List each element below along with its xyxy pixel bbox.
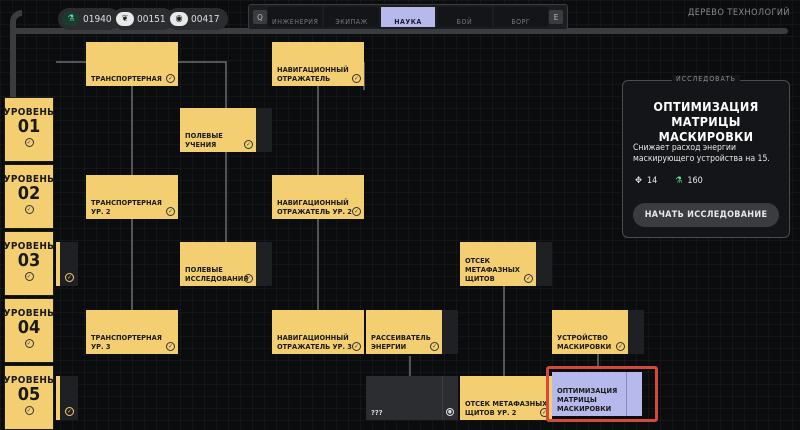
screen-title: ДЕРЕВО ТЕХНОЛОГИЙ: [687, 8, 790, 18]
level-label: УРОВЕНЬ: [3, 375, 55, 386]
node-field-drills[interactable]: ПОЛЕВЫЕ УЧЕНИЯ ✓: [180, 108, 272, 152]
tab-combat[interactable]: БОЙ: [437, 7, 492, 27]
node-nav-deflector-3[interactable]: НАВИГАЦИОННЫЙ ОТРАЖАТЕЛЬ УР. 3✓: [272, 310, 364, 354]
level-label: УРОВЕНЬ: [3, 174, 55, 185]
check-icon: ✓: [65, 273, 74, 282]
check-icon: ✓: [24, 138, 34, 147]
node-energy-dissipator[interactable]: РАССЕИВАТЕЛЬ ЭНЕРГИИ✓: [366, 310, 458, 354]
resource-research-value: 01940: [83, 13, 112, 25]
node-label: ТРАНСПОРТЕРНАЯ УР. 2: [91, 198, 162, 216]
research-cost: ✥ 14 ⚗ 160: [633, 175, 719, 186]
cost-research: 160: [687, 175, 703, 186]
start-research-button[interactable]: НАЧАТЬ ИССЛЕДОВАНИЕ: [633, 203, 779, 227]
check-icon: ✓: [166, 342, 175, 351]
node-label: ПОЛЕВЫЕ ИССЛЕДОВАНИЯ: [185, 265, 249, 283]
prev-tab-key[interactable]: Q: [253, 10, 267, 24]
check-icon: ✓: [24, 339, 34, 348]
node-label: ОТСЕК МЕТАФАЗНЫХ ЩИТОВ: [465, 256, 520, 283]
panel-header: ИССЛЕДОВАТЬ: [672, 75, 740, 83]
check-icon: ✓: [65, 407, 74, 416]
node-cloak-matrix-optimization[interactable]: ОПТИМИЗАЦИЯ МАТРИЦЫ МАСКИРОВКИ: [552, 372, 642, 416]
check-icon: ✓: [166, 207, 175, 216]
level-02: УРОВЕНЬ 02 ✓: [4, 164, 54, 229]
resource-research: ⚗ 01940: [58, 8, 120, 30]
check-icon: ✓: [244, 274, 253, 283]
node-label: ТРАНСПОРТЕРНАЯ УР. 3: [91, 333, 162, 351]
check-icon: ✓: [24, 406, 34, 415]
level-label: УРОВЕНЬ: [3, 107, 55, 118]
node-cloaking-device[interactable]: УСТРОЙСТВО МАСКИРОВКИ ✓: [552, 310, 644, 354]
node-transporter[interactable]: ТРАНСПОРТЕРНАЯ ✓: [86, 42, 178, 86]
category-tabs: Q ИНЖЕНЕРИЯ ЭКИПАЖ НАУКА БОЙ БОРГ E: [248, 4, 568, 30]
check-icon: ✓: [616, 342, 625, 351]
level-label: УРОВЕНЬ: [3, 308, 55, 319]
node-label: ОТСЕК МЕТАФАЗНЫХ ЩИТОВ УР. 2: [465, 399, 548, 417]
check-icon: ✓: [244, 140, 253, 149]
tab-science[interactable]: НАУКА: [380, 7, 436, 27]
eye-icon: ◉: [170, 12, 188, 26]
node-label: НАВИГАЦИОННЫЙ ОТРАЖАТЕЛЬ УР. 3: [277, 333, 352, 351]
panel-description: Снижает расход энергии маскирующего устр…: [633, 143, 770, 164]
node-label: ПОЛЕВЫЕ УЧЕНИЯ: [185, 131, 223, 149]
check-icon: ✓: [352, 74, 361, 83]
level-04: УРОВЕНЬ 04 ✓: [4, 298, 54, 363]
lock-icon: ●: [446, 408, 454, 416]
node-label: НАВИГАЦИОННЫЙ ОТРАЖАТЕЛЬ УР. 2: [277, 198, 352, 216]
node-label: ОПТИМИЗАЦИЯ МАТРИЦЫ МАСКИРОВКИ: [557, 386, 618, 413]
level-number: 04: [17, 317, 41, 338]
node-metaphasic-shields[interactable]: ОТСЕК МЕТАФАЗНЫХ ЩИТОВ ✓: [460, 242, 552, 286]
feather-icon: ❦: [116, 12, 134, 26]
check-icon: ✓: [524, 274, 533, 283]
level-01: УРОВЕНЬ 01 ✓: [4, 97, 54, 162]
node-field-research[interactable]: ПОЛЕВЫЕ ИССЛЕДОВАНИЯ✓: [180, 242, 272, 286]
collapsed-node[interactable]: ✓: [56, 376, 78, 420]
level-number: 05: [17, 384, 41, 405]
resource-feather-value: 00151: [137, 13, 166, 25]
collapsed-node[interactable]: ✓: [56, 242, 78, 286]
selection-highlight: [546, 366, 658, 422]
frame-corner: [10, 10, 22, 100]
level-label: УРОВЕНЬ: [3, 241, 55, 252]
level-number: 02: [17, 183, 41, 204]
node-label: НАВИГАЦИОННЫЙ ОТРАЖАТЕЛЬ: [277, 65, 349, 83]
check-icon: ✓: [430, 342, 439, 351]
tab-crew[interactable]: ЭКИПАЖ: [324, 7, 379, 27]
node-nav-deflector[interactable]: НАВИГАЦИОННЫЙ ОТРАЖАТЕЛЬ✓: [272, 42, 364, 86]
tab-borg[interactable]: БОРГ: [493, 7, 549, 27]
check-icon: ✓: [352, 207, 361, 216]
node-nav-deflector-2[interactable]: НАВИГАЦИОННЫЙ ОТРАЖАТЕЛЬ УР. 2✓: [272, 175, 364, 219]
level-number: 03: [17, 250, 41, 271]
check-icon: ✓: [352, 342, 361, 351]
tab-engineering[interactable]: ИНЖЕНЕРИЯ: [268, 7, 323, 27]
node-label: ???: [371, 408, 383, 417]
check-icon: ✓: [24, 272, 34, 281]
time-icon: ✥: [635, 175, 642, 186]
node-transporter-3[interactable]: ТРАНСПОРТЕРНАЯ УР. 3 ✓: [86, 310, 178, 354]
research-points-icon: ⚗: [62, 12, 80, 26]
research-panel: ИССЛЕДОВАТЬ ОПТИМИЗАЦИЯ МАТРИЦЫ МАСКИРОВ…: [622, 75, 790, 238]
check-icon: ✓: [166, 74, 175, 83]
node-transporter-2[interactable]: ТРАНСПОРТЕРНАЯ УР. 2 ✓: [86, 175, 178, 219]
resource-eye: ◉ 00417: [166, 8, 228, 30]
node-unknown[interactable]: ??? ●: [366, 376, 458, 420]
node-label: УСТРОЙСТВО МАСКИРОВКИ: [557, 333, 612, 351]
panel-title: ОПТИМИЗАЦИЯ МАТРИЦЫ МАСКИРОВКИ: [653, 99, 759, 144]
check-icon: ✓: [24, 205, 34, 214]
resource-feather: ❦ 00151: [112, 8, 174, 30]
resource-eye-value: 00417: [191, 13, 220, 25]
node-label: ТРАНСПОРТЕРНАЯ: [91, 74, 162, 83]
level-03: УРОВЕНЬ 03 ✓: [4, 231, 54, 296]
frame-bar: [12, 28, 788, 34]
cost-time: 14: [647, 175, 658, 186]
node-metaphasic-shields-2[interactable]: ОТСЕК МЕТАФАЗНЫХ ЩИТОВ УР. 2✓: [460, 376, 552, 420]
next-tab-key[interactable]: E: [549, 10, 564, 24]
node-label: РАССЕИВАТЕЛЬ ЭНЕРГИИ: [371, 333, 431, 351]
level-number: 01: [17, 116, 41, 137]
research-points-icon: ⚗: [675, 175, 683, 186]
level-05: УРОВЕНЬ 05 ✓: [4, 365, 54, 430]
